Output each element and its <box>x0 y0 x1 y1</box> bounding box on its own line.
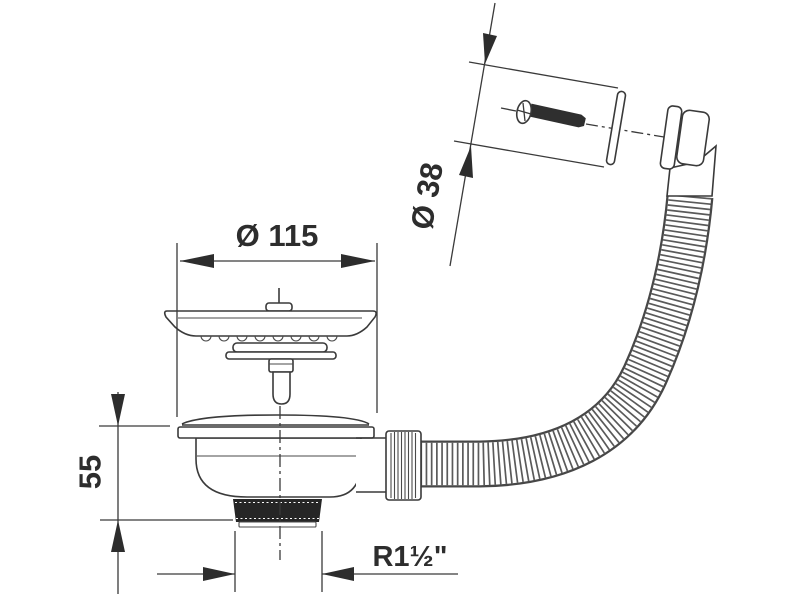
basket-bowl <box>163 310 377 337</box>
basket-stem <box>272 371 291 405</box>
dimension-diameter-38: Ø 38 <box>404 2 619 267</box>
basket-seal-lip <box>225 351 337 360</box>
overflow-axis-centerline <box>585 123 665 138</box>
dim115-arrow-right <box>341 254 375 268</box>
screw-shaft <box>528 103 586 128</box>
overflow-elbow <box>585 105 717 197</box>
strainer-basket-plug <box>163 288 377 405</box>
dim38-arrow-upper <box>483 33 497 64</box>
thread-arrow-left <box>203 567 235 581</box>
screw-slot-v <box>522 102 526 122</box>
screw-axis-line <box>500 107 517 112</box>
drain-body-group <box>177 406 388 560</box>
flange-lip-top <box>181 414 370 425</box>
dimension-thread-r1-half: R1½" <box>157 531 458 592</box>
basket-knob <box>265 302 293 312</box>
drain-body <box>195 437 362 498</box>
outlet-bottom-lip <box>238 521 317 528</box>
dim55-arrow-top <box>111 394 125 426</box>
basket-drain-holes <box>200 335 338 342</box>
dim115-label: Ø 115 <box>236 218 319 253</box>
basket-seal-disc <box>232 342 328 353</box>
dim55-arrow-bottom <box>111 520 125 552</box>
stem-collar <box>268 358 294 373</box>
drain-flange <box>177 426 375 439</box>
dim38-label: Ø 38 <box>404 160 450 232</box>
threaded-outlet <box>233 499 322 522</box>
dim55-label: 55 <box>73 455 108 489</box>
elbow-flange <box>659 105 683 170</box>
overflow-rosette <box>605 90 627 166</box>
nut-ribs <box>390 432 417 499</box>
dim38-extension-lower <box>453 140 605 168</box>
overflow-fixing-screw <box>500 99 586 128</box>
dim38-extension-upper <box>468 61 619 89</box>
thread-label: R1½" <box>372 541 447 573</box>
dim38-arrow-lower <box>459 146 473 178</box>
dim115-arrow-left <box>180 254 214 268</box>
elbow-body <box>675 109 711 167</box>
thread-arrow-right <box>322 567 354 581</box>
dimension-diameter-115: Ø 115 <box>176 218 378 417</box>
dimension-height-55: 55 <box>73 392 233 594</box>
hose-connection-nut <box>385 430 422 501</box>
corrugated-overflow-hose <box>421 193 714 488</box>
side-outlet-fill <box>356 439 388 491</box>
hose-corrugation-ribs <box>421 194 712 486</box>
